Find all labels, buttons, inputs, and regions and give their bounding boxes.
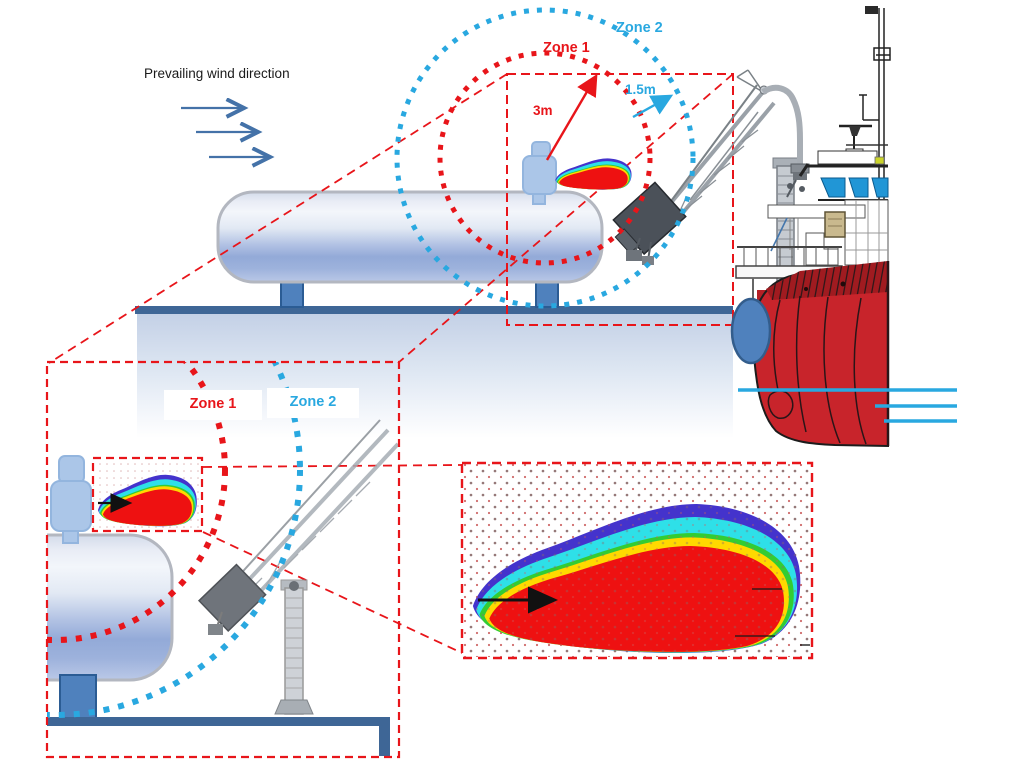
zone2-radius-label: 1.5m [625,82,656,97]
plume-measure-marks [735,588,810,646]
zoom-connector-line [48,73,508,364]
superstructure-decks [767,199,889,266]
radius-arrow-1-5m [632,94,674,119]
tank-body [216,190,604,284]
ship-mast [859,8,891,237]
zone2-label: Zone 2 [616,20,663,36]
wind-direction-label: Prevailing wind direction [144,66,290,81]
inset-border [45,360,401,759]
zoom-connector-line [202,464,463,468]
zone2-circle [394,7,696,309]
tank-support [535,279,559,308]
cfd-plume-inset [460,461,814,660]
inset-detail-view [47,362,399,756]
storage-tank [216,190,604,308]
vent-mast [522,141,557,205]
inset-zone1-arc [47,362,228,643]
wind-arrows [181,108,269,157]
deck-light [874,156,885,165]
vector-field-grid-overlay [463,464,811,657]
inset-loading-arm [197,419,399,715]
zone1-circle [437,50,653,266]
ground-line [135,306,733,314]
arm-counterweight [612,181,687,256]
inset-zone2-arc [47,362,303,718]
inset-zone1-label: Zone 1 [164,390,262,420]
inset-plume-box [91,456,204,533]
porthole [804,287,808,291]
container-ribs [828,218,842,227]
inset-quay-edge [379,726,390,756]
annotation-leader-line [770,217,788,252]
inset-plume-box-border [91,456,204,533]
cfd-plume-inset-border [460,461,814,660]
zoom-connector-line [202,531,463,654]
zone1-label: Zone 1 [543,40,590,56]
zoom-source-rect [506,73,734,326]
inset-vent-mast [50,455,92,544]
gas-plume-small [555,158,631,189]
deck-house [817,150,878,165]
waterlines [738,388,957,423]
bridge-deck-edge [798,163,888,177]
ship [730,6,957,448]
porthole [840,281,846,287]
zone1-radius-label: 3m [533,103,553,118]
radius-arrow-3m [545,73,598,161]
hull-form-lines [767,261,890,446]
inset-zone2-label: Zone 2 [267,388,359,418]
bridge-windows [820,177,889,198]
deck-container [824,211,846,238]
tank-support [280,279,304,308]
mast-flag [865,6,878,14]
inset-tank [47,533,174,682]
fender [730,297,772,365]
inset-ground-line [47,717,390,726]
zoom-connector-lines [48,73,734,654]
zoom-connector-line [397,73,734,364]
